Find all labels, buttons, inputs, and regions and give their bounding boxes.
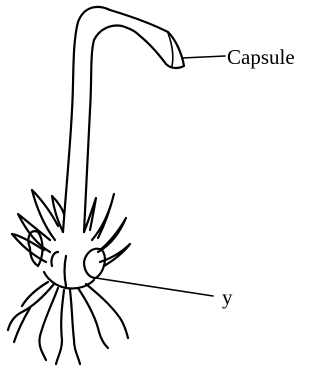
- capsule: [110, 10, 184, 68]
- rhizoids: [8, 282, 128, 364]
- gametophyte: [12, 190, 130, 289]
- capsule-leader-line: [182, 56, 225, 58]
- y-leader-line: [96, 278, 213, 296]
- capsule-label: Capsule: [227, 45, 295, 69]
- y-label: y: [222, 285, 233, 309]
